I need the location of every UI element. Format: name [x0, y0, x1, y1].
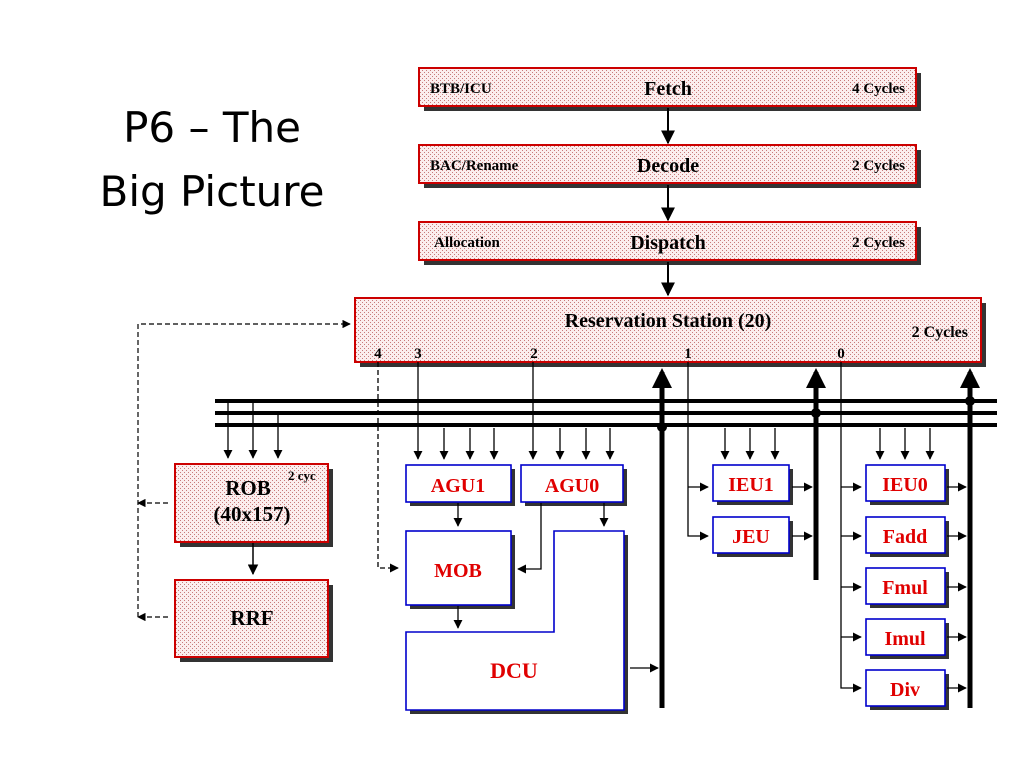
rs-port-1: 1: [684, 346, 692, 362]
div-label: Div: [890, 679, 920, 701]
decode-left-label: BAC/Rename: [430, 158, 519, 174]
writeback-buses: [215, 399, 997, 427]
reservation-station: Reservation Station (20) 2 Cycles 4 3 2 …: [354, 297, 986, 367]
rob-cycles: 2 cyc: [288, 468, 316, 483]
fmul-box: Fmul: [865, 567, 949, 608]
ieu1-bus-taps: [720, 428, 780, 460]
ieu0-box: IEU0: [865, 464, 949, 505]
fetch-left-label: BTB/ICU: [430, 81, 492, 97]
port0-writeback-arrows: [947, 482, 967, 693]
rs-port-2: 2: [530, 346, 538, 362]
dispatch-cycles: 2 Cycles: [852, 235, 905, 251]
agu0-box: AGU0: [520, 464, 627, 506]
rrf-label: RRF: [230, 606, 273, 630]
agu1-label: AGU1: [431, 475, 485, 497]
mob-label: MOB: [434, 560, 482, 582]
rs-cycles: 2 Cycles: [912, 324, 968, 341]
retire-feedback-loop: [137, 319, 351, 622]
rs-port-4: 4: [374, 346, 382, 362]
dcu-box: DCU: [405, 530, 628, 714]
dcu-label: DCU: [490, 658, 538, 683]
fetch-stage: BTB/ICU Fetch 4 Cycles: [418, 67, 921, 111]
rob-box: ROB (40x157) 2 cyc: [174, 463, 333, 547]
title-line-2: Big Picture: [99, 167, 325, 216]
jeu-box: JEU: [712, 516, 793, 557]
ieu1-label: IEU1: [728, 474, 774, 496]
agu0-to-mob-arrow: [517, 503, 542, 574]
dispatch-left-label: Allocation: [434, 235, 500, 251]
dispatch-stage: Allocation Dispatch 2 Cycles: [418, 221, 921, 265]
decode-cycles: 2 Cycles: [852, 158, 905, 174]
rrf-box: RRF: [174, 579, 333, 662]
imul-label: Imul: [884, 628, 926, 650]
title-line-1: P6 – The: [123, 103, 301, 152]
port0-bus-junction: [965, 396, 975, 406]
fadd-box: Fadd: [865, 516, 949, 557]
rs-port-0: 0: [837, 346, 845, 362]
ieu0-bus-taps: [875, 428, 935, 460]
port1-dispatch-line: [687, 362, 709, 541]
rob-label: ROB: [225, 476, 271, 500]
agu-bus-taps: [439, 428, 615, 460]
fadd-label: Fadd: [883, 526, 927, 548]
div-box: Div: [865, 669, 949, 710]
rob-bus-taps: [223, 401, 283, 459]
port-dispatch-lines: [377, 362, 538, 573]
rs-port-3: 3: [414, 346, 422, 362]
ieu1-box: IEU1: [712, 464, 793, 505]
port0-branch-arrows: [841, 482, 862, 642]
slide-title: P6 – The Big Picture: [62, 96, 362, 224]
port1-bus-junction: [811, 408, 821, 418]
decode-stage: BAC/Rename Decode 2 Cycles: [418, 144, 921, 188]
decode-label: Decode: [637, 155, 699, 177]
load-bus-junction: [657, 422, 667, 432]
mob-box: MOB: [405, 530, 515, 609]
rs-label: Reservation Station (20): [565, 310, 772, 332]
dispatch-label: Dispatch: [630, 232, 706, 254]
fmul-label: Fmul: [882, 577, 928, 599]
jeu-label: JEU: [732, 526, 770, 548]
agu1-box: AGU1: [405, 464, 515, 506]
agu0-label: AGU0: [545, 475, 599, 497]
fetch-label: Fetch: [644, 78, 692, 100]
ieu0-label: IEU0: [882, 474, 928, 496]
imul-box: Imul: [865, 618, 949, 659]
fetch-cycles: 4 Cycles: [852, 81, 905, 97]
rob-size: (40x157): [214, 502, 291, 526]
port0-dispatch-line: [840, 362, 862, 693]
